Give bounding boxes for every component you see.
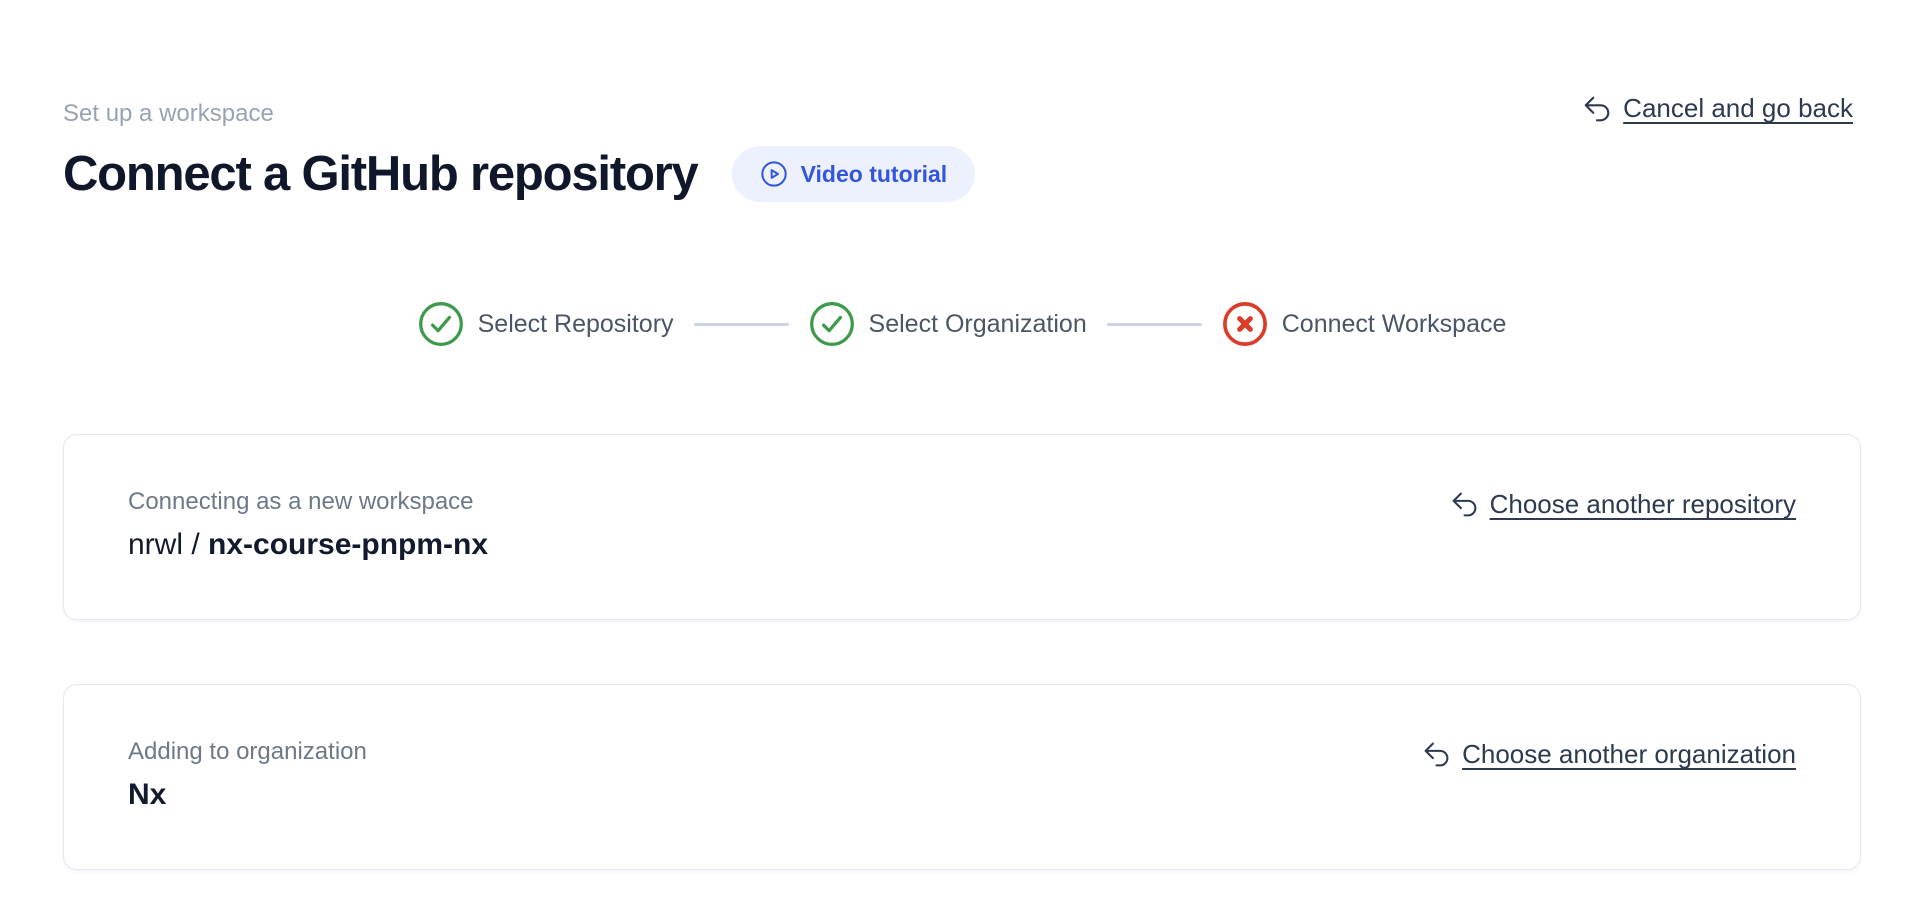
organization-name: Nx [128,776,367,814]
eyebrow-label: Set up a workspace [63,100,274,127]
play-circle-icon [760,160,788,188]
choose-another-repository-link[interactable]: Choose another repository [1450,489,1796,520]
page-title: Connect a GitHub repository [63,147,699,201]
title-row: Connect a GitHub repository Video tutori… [63,145,1861,203]
choose-another-organization-link[interactable]: Choose another organization [1422,739,1796,770]
cancel-link-label: Cancel and go back [1623,93,1853,123]
video-tutorial-label: Video tutorial [800,160,948,187]
repository-name: nrwl / nx-course-pnpm-nx [128,526,488,564]
choose-repository-label: Choose another repository [1489,489,1796,519]
step-label: Connect Workspace [1281,309,1507,338]
step-connect-workspace: Connect Workspace [1222,301,1507,347]
repository-value: nx-course-pnpm-nx [208,528,489,561]
undo-arrow-icon [1422,740,1451,769]
repository-owner: nrwl / [128,528,209,561]
selected-repository-card: Connecting as a new workspace nrwl / nx-… [63,434,1861,620]
repository-card-label: Connecting as a new workspace [128,488,474,515]
organization-info: Adding to organization Nx [128,737,367,814]
organization-card-label: Adding to organization [128,738,367,765]
step-label: Select Repository [477,309,674,338]
step-select-repository: Select Repository [418,301,674,347]
organization-value: Nx [128,778,167,811]
choose-organization-label: Choose another organization [1462,739,1796,769]
repository-info: Connecting as a new workspace nrwl / nx-… [128,487,488,564]
video-tutorial-button[interactable]: Video tutorial [731,146,976,202]
x-circle-icon [1222,301,1268,347]
selected-organization-card: Adding to organization Nx Choose another… [63,684,1861,870]
undo-arrow-icon [1582,94,1612,124]
check-circle-icon [809,301,855,347]
step-select-organization: Select Organization [809,301,1087,347]
cancel-and-go-back-link[interactable]: Cancel and go back [1582,93,1853,124]
step-connector [693,322,789,326]
check-circle-icon [418,301,464,347]
step-connector [1106,322,1202,326]
step-label: Select Organization [868,309,1087,338]
undo-arrow-icon [1450,490,1479,519]
progress-stepper: Select Repository Select Organization Co… [63,301,1861,347]
